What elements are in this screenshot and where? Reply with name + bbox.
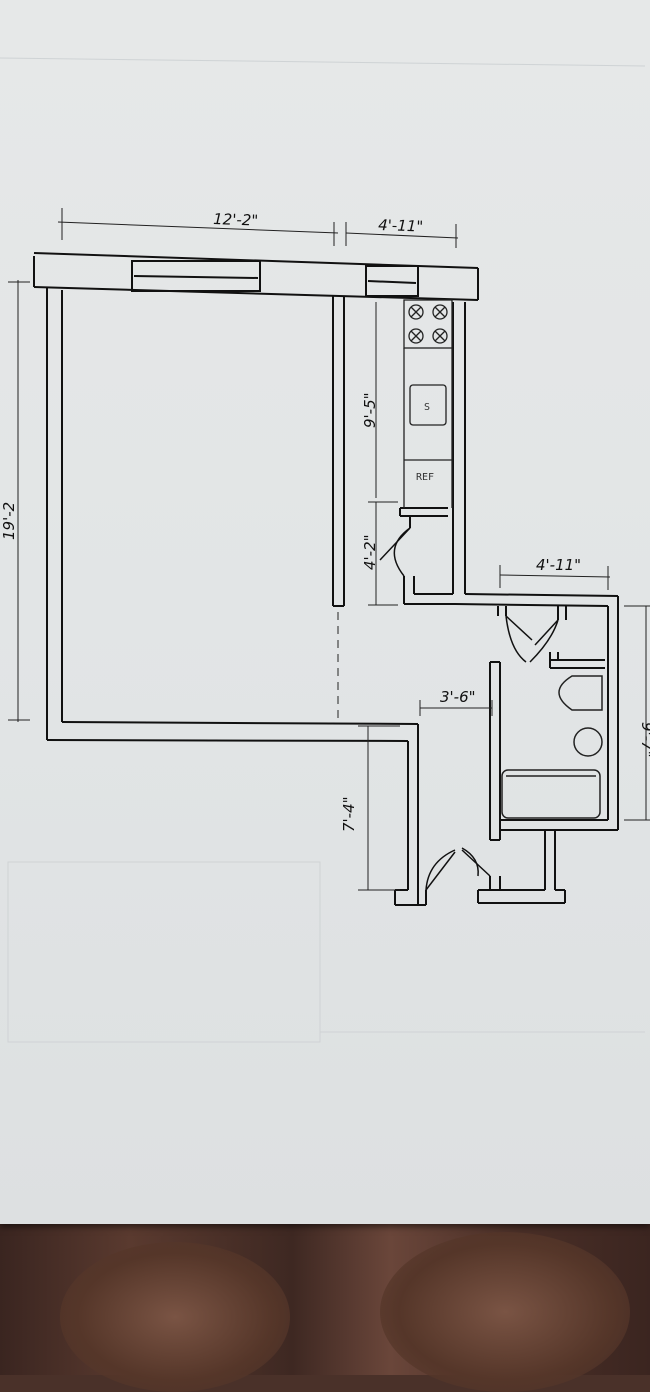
dim-hall-length: 7'-4" xyxy=(340,796,358,832)
dim-main-room-depth: 19'-2 xyxy=(0,502,18,540)
bathtub xyxy=(501,769,601,819)
dim-kitchen-length: 9'-5" xyxy=(361,392,379,428)
refrigerator-label: REF xyxy=(416,472,434,483)
table-shadow xyxy=(60,1242,290,1392)
table-surface xyxy=(0,1222,650,1392)
burner-icon xyxy=(432,304,448,320)
dim-hall-width: 3'-6" xyxy=(440,688,476,706)
sink xyxy=(409,384,447,426)
dim-closet-length: 4'-2" xyxy=(361,534,379,570)
stove xyxy=(403,299,453,349)
lavatory xyxy=(573,727,603,757)
paper-guides xyxy=(0,57,646,1043)
kitchen-fixtures xyxy=(403,299,453,508)
table-shadow xyxy=(380,1232,630,1392)
burner-icon xyxy=(432,328,448,344)
dim-bath-width: 4'-11" xyxy=(536,556,581,574)
dim-bath-length: 9'-7" xyxy=(638,722,650,758)
walls xyxy=(33,252,619,906)
burner-icon xyxy=(408,328,424,344)
paper-sheet xyxy=(0,0,650,1224)
floor-plan-drawing: 12'-2" 4'-11" 19'-2 9'-5" 4'-2" 4'-11" 9… xyxy=(0,57,650,1043)
burner-icon xyxy=(408,304,424,320)
doors xyxy=(379,527,559,891)
dim-main-room-width: 12'-2" xyxy=(213,210,259,230)
sink-label: S xyxy=(424,402,430,413)
bath-fixtures xyxy=(501,675,603,819)
dim-kitchen-width: 4'-11" xyxy=(378,216,424,236)
toilet xyxy=(558,675,603,711)
dimension-lines xyxy=(8,208,650,891)
